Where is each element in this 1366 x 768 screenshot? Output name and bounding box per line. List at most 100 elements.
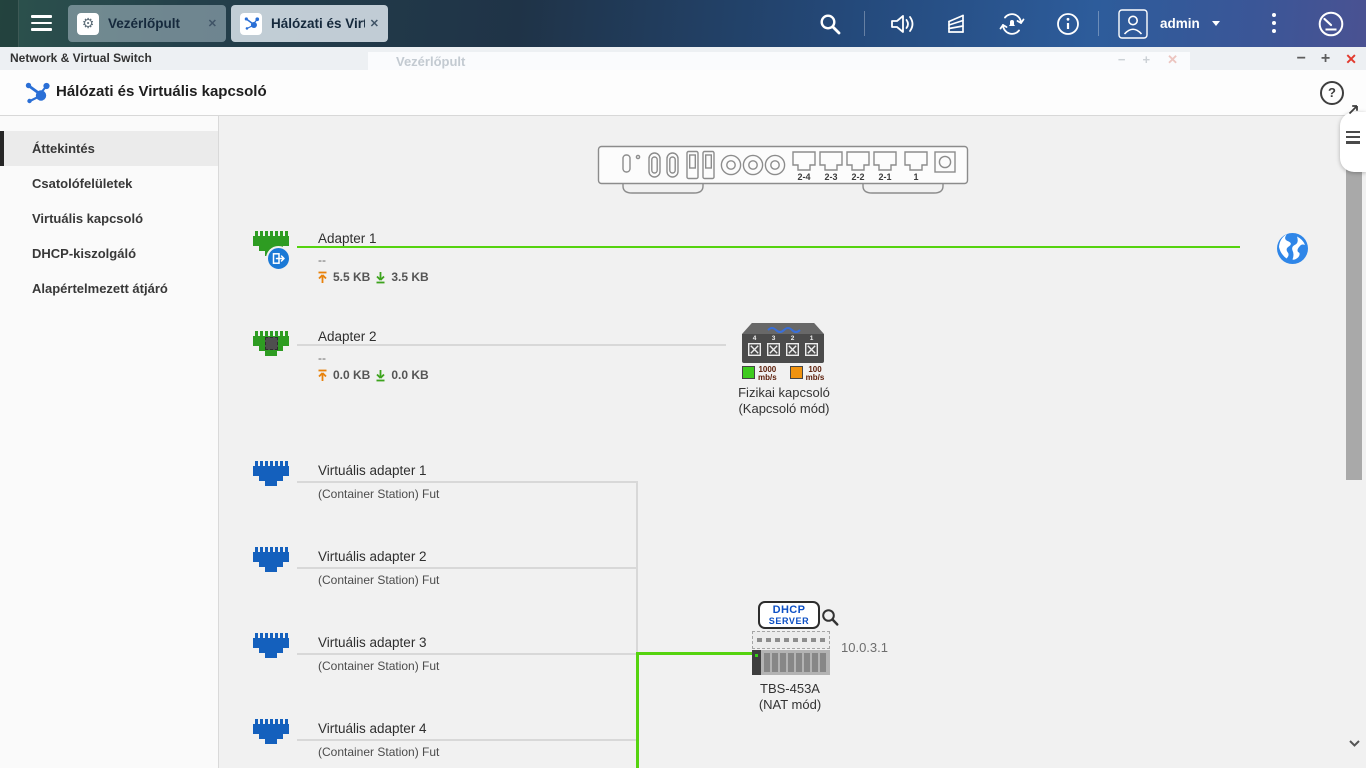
download-icon xyxy=(376,369,385,381)
virtual-adapter-name[interactable]: Virtuális adapter 2 xyxy=(318,549,427,564)
tab-control-panel[interactable]: ⚙ Vezérlőpult ✕ xyxy=(68,5,226,42)
adapter-name[interactable]: Adapter 1 xyxy=(318,231,377,246)
close-button[interactable]: ✕ xyxy=(1345,50,1357,67)
ethernet-port-icon-virtual3[interactable] xyxy=(252,631,290,661)
panel-menu-icon xyxy=(1346,131,1360,147)
tab-close-icon[interactable]: ✕ xyxy=(207,18,217,30)
upload-value: 5.5 KB xyxy=(333,270,371,284)
upload-icon xyxy=(318,271,327,283)
topbar-left-edge xyxy=(0,0,19,47)
virtual-adapter-name[interactable]: Virtuális adapter 4 xyxy=(318,721,427,736)
download-value: 0.0 KB xyxy=(391,368,429,382)
background-window-controls: −+✕ xyxy=(1117,52,1178,67)
virtual-adapter-name[interactable]: Virtuális adapter 3 xyxy=(318,635,427,650)
window-titlebar[interactable]: Network & Virtual Switch Vezérlőpult −+✕… xyxy=(0,47,1366,70)
magnifier-icon[interactable] xyxy=(821,608,839,627)
nat-device-mode: (NAT mód) xyxy=(758,697,822,712)
dhcp-server-badge: DHCP SERVER xyxy=(758,601,820,629)
app-header: Hálózati és Virtuális kapcsoló ? xyxy=(0,70,1366,116)
gateway-badge-icon xyxy=(266,246,291,271)
minimize-button[interactable]: − xyxy=(1296,49,1306,67)
search-icon[interactable] xyxy=(818,12,842,41)
scroll-down-icon[interactable] xyxy=(1348,739,1361,748)
physical-switch-name: Fizikai kapcsoló xyxy=(738,385,830,400)
background-window-title: Vezérlőpult xyxy=(396,54,466,69)
switch-top-face xyxy=(742,323,824,334)
overview-canvas: Áttekintés Csatolófelületek Virtuális ka… xyxy=(0,116,1366,768)
underline-virtual-adapter4 xyxy=(297,739,637,741)
sidebar-item-default-gateway[interactable]: Alapértelmezett átjáró xyxy=(32,281,168,296)
help-button[interactable]: ? xyxy=(1320,81,1344,105)
port-label: 2-2 xyxy=(851,172,864,182)
switch-front-face: 4 3 2 1 xyxy=(742,334,824,363)
adapter-status: -- xyxy=(318,351,326,365)
page-title: Hálózati és Virtuális kapcsoló xyxy=(56,83,267,100)
expand-arrow-icon[interactable] xyxy=(1347,103,1360,116)
port-label: 2-1 xyxy=(878,172,891,182)
link-line-to-nat xyxy=(636,652,754,655)
ethernet-port-icon-virtual2[interactable] xyxy=(252,545,290,575)
internet-globe-icon xyxy=(1277,233,1308,264)
sidebar-item-dhcp-server[interactable]: DHCP-kiszolgáló xyxy=(32,246,137,261)
virtual-adapter-status: (Container Station) Fut xyxy=(318,573,440,587)
side-panel-toggle[interactable] xyxy=(1340,112,1366,172)
nas-rear-panel-drawing: 2-4 2-3 2-2 2-1 1 xyxy=(597,145,969,194)
user-avatar-icon[interactable] xyxy=(1118,9,1148,44)
link-line-adapter2-switch xyxy=(297,344,726,346)
chevron-down-icon xyxy=(1212,21,1220,26)
maximize-button[interactable]: + xyxy=(1320,49,1331,67)
underline-virtual-adapter1 xyxy=(297,481,637,483)
virtual-adapter-status: (Container Station) Fut xyxy=(318,745,440,759)
sidebar-item-overview[interactable]: Áttekintés xyxy=(0,131,218,166)
volume-icon[interactable] xyxy=(890,13,917,40)
info-icon[interactable] xyxy=(1056,12,1080,41)
legend-swatch-1000 xyxy=(742,366,755,379)
virtual-adapter-status: (Container Station) Fut xyxy=(318,659,440,673)
adapter-traffic: 0.0 KB 0.0 KB xyxy=(317,368,429,382)
notifications-icon[interactable] xyxy=(999,11,1025,42)
ethernet-port-icon-virtual1[interactable] xyxy=(252,459,290,489)
gear-icon: ⚙ xyxy=(77,12,99,35)
underline-virtual-adapter2 xyxy=(297,567,637,569)
desktop-topbar: ⚙ Vezérlőpult ✕ Hálózati és Virt... ✕ xyxy=(0,0,1366,47)
more-options-icon[interactable] xyxy=(1272,13,1276,37)
tab-label: Hálózati és Virt... xyxy=(271,16,365,31)
virtual-adapter-status: (Container Station) Fut xyxy=(318,487,440,501)
topbar-divider xyxy=(864,11,865,36)
underline-virtual-adapter3 xyxy=(297,653,637,655)
tab-close-icon[interactable]: ✕ xyxy=(369,18,379,30)
tab-network-virtual-switch[interactable]: Hálózati és Virt... ✕ xyxy=(231,5,388,42)
adapter-status: -- xyxy=(318,253,326,267)
physical-switch-mode: (Kapcsoló mód) xyxy=(738,401,830,416)
port-label: 2-4 xyxy=(797,172,810,182)
main-menu-button[interactable] xyxy=(31,15,52,35)
background-window-control-panel[interactable]: Vezérlőpult −+✕ xyxy=(368,52,1190,70)
ethernet-port-icon-virtual4[interactable] xyxy=(252,717,290,747)
scrollbar-thumb[interactable] xyxy=(1346,150,1362,480)
link-vertical-idle xyxy=(636,481,638,653)
port-label: 1 xyxy=(913,172,918,182)
nat-ip-address: 10.0.3.1 xyxy=(841,640,888,655)
sidebar-item-virtual-switch[interactable]: Virtuális kapcsoló xyxy=(32,211,144,226)
network-app-icon xyxy=(240,12,262,35)
admin-menu[interactable]: admin xyxy=(1160,16,1200,31)
virtual-adapter-name[interactable]: Virtuális adapter 1 xyxy=(318,463,427,478)
upload-value: 0.0 KB xyxy=(333,368,371,382)
nat-device-model: TBS-453A xyxy=(760,681,820,696)
adapter-name[interactable]: Adapter 2 xyxy=(318,329,377,344)
sidebar-item-interfaces[interactable]: Csatolófelületek xyxy=(32,176,133,191)
resource-monitor-icon[interactable] xyxy=(1316,9,1346,44)
topbar-divider xyxy=(1098,11,1099,36)
nat-device-bottom xyxy=(752,650,830,675)
legend-swatch-100 xyxy=(789,366,803,379)
sidebar: Áttekintés Csatolófelületek Virtuális ka… xyxy=(0,116,219,768)
link-vertical-active xyxy=(636,652,639,768)
network-virtual-switch-icon xyxy=(25,82,50,104)
port-label: 2-3 xyxy=(824,172,837,182)
nat-device-top xyxy=(752,631,830,649)
link-line-adapter1-internet xyxy=(297,246,1240,248)
background-tasks-icon[interactable] xyxy=(944,12,968,41)
download-value: 3.5 KB xyxy=(391,270,429,284)
